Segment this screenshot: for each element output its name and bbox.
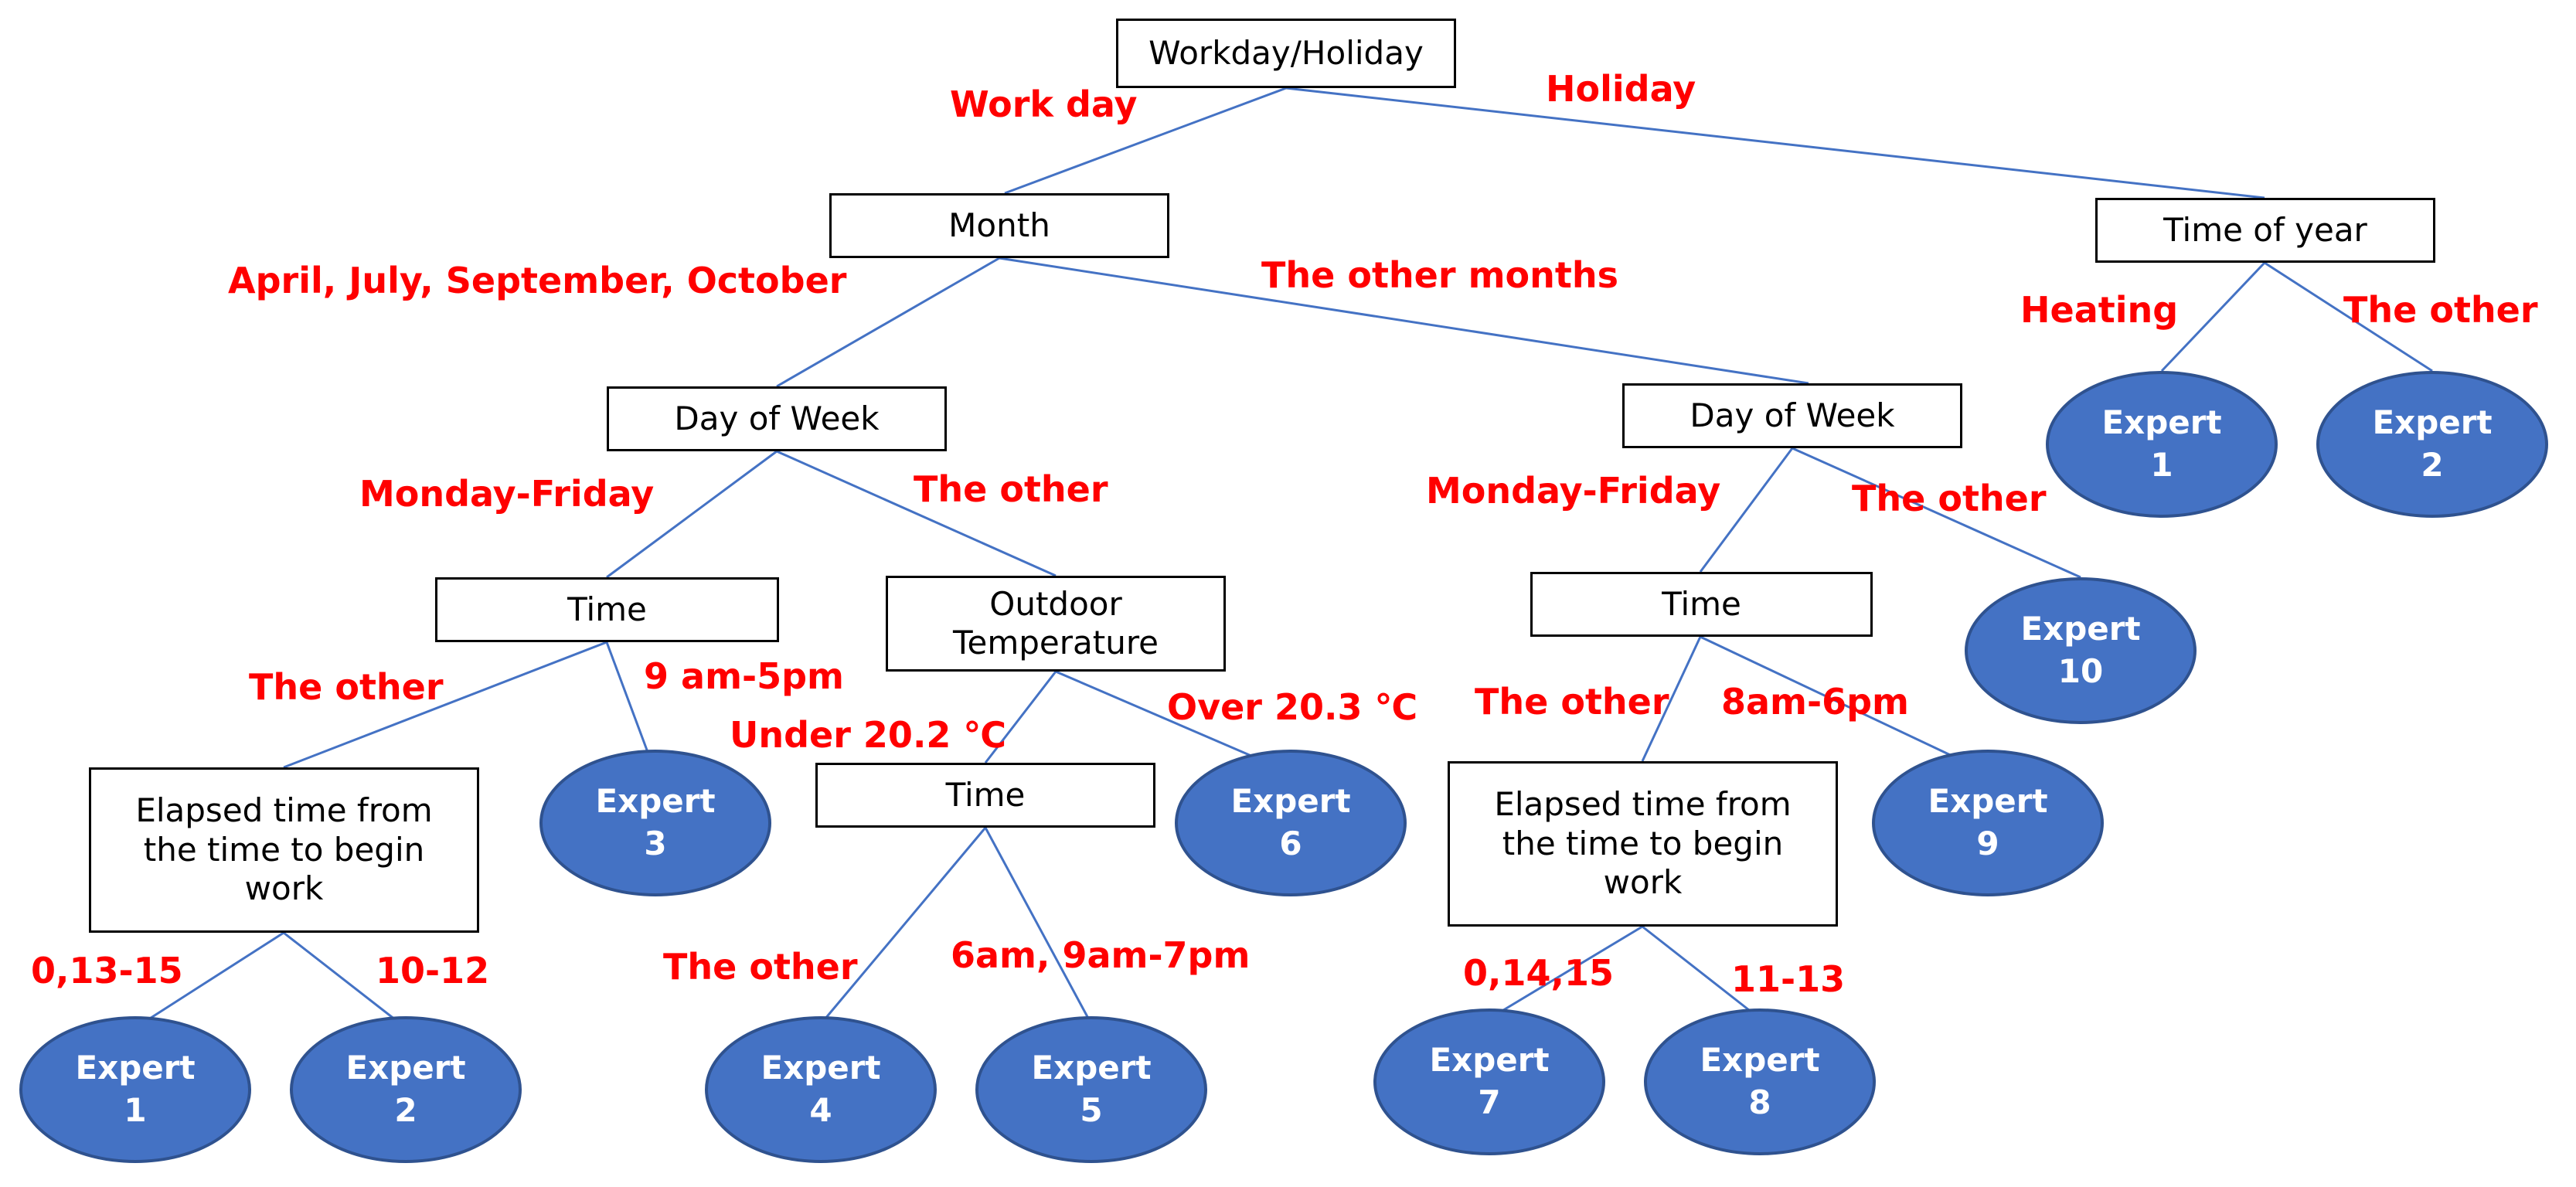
leaf-expert-10: Expert 10	[1965, 577, 2197, 724]
edge-time-a-to-elapsed-left	[283, 641, 607, 769]
edge-label-elapsed-left-to-expert-2-work: 10-12	[376, 950, 490, 991]
edge-time-of-year-to-expert-1-holiday	[2160, 261, 2266, 372]
edge-elapsed-left-to-expert-1-work	[134, 931, 284, 1029]
edge-label-dow-left-to-time-a: Monday-Friday	[359, 473, 655, 515]
edge-root-to-month	[1004, 87, 1287, 195]
edge-label-time-b-to-expert-9: 8am-6pm	[1721, 681, 1909, 723]
edge-label-root-to-month: Work day	[950, 83, 1138, 125]
leaf-expert-8: Expert 8	[1644, 1008, 1876, 1155]
edge-elapsed-left-to-expert-2-work	[283, 931, 407, 1029]
node-dow-right: Day of Week	[1622, 383, 1962, 448]
edge-label-outdoor-temp-to-expert-6: Over 20.3 ℃	[1167, 686, 1418, 728]
leaf-expert-2-holiday: Expert 2	[2316, 371, 2548, 518]
edge-label-time-of-year-to-expert-2-holiday: The other	[2343, 289, 2538, 331]
node-time-b: Time	[1530, 572, 1873, 637]
edge-month-to-dow-right	[999, 257, 1809, 385]
edge-dow-right-to-expert-10	[1792, 447, 2081, 579]
edge-time-c-to-expert-4	[819, 827, 987, 1025]
edge-label-elapsed-right-to-expert-7: 0,14,15	[1463, 952, 1614, 994]
edge-outdoor-temp-to-time-c	[984, 671, 1057, 764]
node-dow-left: Day of Week	[607, 386, 947, 451]
edge-label-time-c-to-expert-4: The other	[663, 946, 858, 988]
node-elapsed-right: Elapsed time from the time to begin work	[1448, 761, 1838, 927]
leaf-expert-6: Expert 6	[1175, 750, 1407, 896]
edge-label-time-of-year-to-expert-1-holiday: Heating	[2020, 289, 2179, 331]
leaf-expert-7: Expert 7	[1373, 1008, 1605, 1155]
edge-time-b-to-elapsed-right	[1641, 636, 1702, 762]
edge-dow-left-to-time-a	[606, 450, 778, 579]
edge-label-outdoor-temp-to-time-c: Under 20.2 ℃	[730, 714, 1007, 756]
node-elapsed-left: Elapsed time from the time to begin work	[89, 767, 479, 933]
edge-elapsed-right-to-expert-8	[1642, 925, 1761, 1020]
edge-month-to-dow-left	[776, 257, 1000, 388]
edge-elapsed-right-to-expert-7	[1489, 925, 1643, 1020]
leaf-expert-1-work: Expert 1	[19, 1016, 251, 1163]
edge-label-dow-left-to-outdoor-temp: The other	[914, 468, 1108, 510]
edge-dow-right-to-time-b	[1699, 447, 1794, 573]
node-time-c: Time	[815, 763, 1155, 828]
leaf-expert-4: Expert 4	[705, 1016, 937, 1163]
leaf-expert-2-work: Expert 2	[290, 1016, 522, 1163]
leaf-expert-9: Expert 9	[1872, 750, 2104, 896]
node-root: Workday/Holiday	[1116, 19, 1456, 88]
leaf-expert-5: Expert 5	[975, 1016, 1207, 1163]
edge-time-c-to-expert-5	[984, 827, 1093, 1025]
edge-time-of-year-to-expert-2-holiday	[2264, 261, 2433, 372]
node-outdoor-temp: Outdoor Temperature	[886, 576, 1226, 672]
leaf-expert-1-holiday: Expert 1	[2046, 371, 2278, 518]
edge-label-dow-right-to-expert-10: The other	[1852, 478, 2047, 519]
edge-label-time-a-to-expert-3: 9 am-5pm	[644, 655, 844, 697]
edge-label-time-c-to-expert-5: 6am, 9am-7pm	[951, 934, 1251, 976]
node-month: Month	[829, 193, 1169, 258]
edge-label-dow-right-to-time-b: Monday-Friday	[1426, 470, 1721, 512]
node-time-a: Time	[435, 577, 779, 642]
edge-label-elapsed-right-to-expert-8: 11-13	[1731, 958, 1846, 1000]
edge-root-to-time-of-year	[1285, 87, 2265, 199]
leaf-expert-3: Expert 3	[539, 750, 771, 896]
edge-label-elapsed-left-to-expert-1-work: 0,13-15	[31, 950, 183, 991]
node-time-of-year: Time of year	[2095, 198, 2435, 263]
edge-label-time-a-to-elapsed-left: The other	[249, 666, 444, 708]
edge-label-time-b-to-elapsed-right: The other	[1475, 681, 1669, 723]
edge-time-b-to-expert-9	[1700, 635, 1989, 774]
edge-dow-left-to-outdoor-temp	[776, 450, 1057, 577]
edge-label-month-to-dow-left: April, July, September, October	[228, 260, 847, 301]
edge-label-month-to-dow-right: The other months	[1261, 254, 1618, 296]
edge-label-root-to-time-of-year: Holiday	[1546, 68, 1696, 110]
